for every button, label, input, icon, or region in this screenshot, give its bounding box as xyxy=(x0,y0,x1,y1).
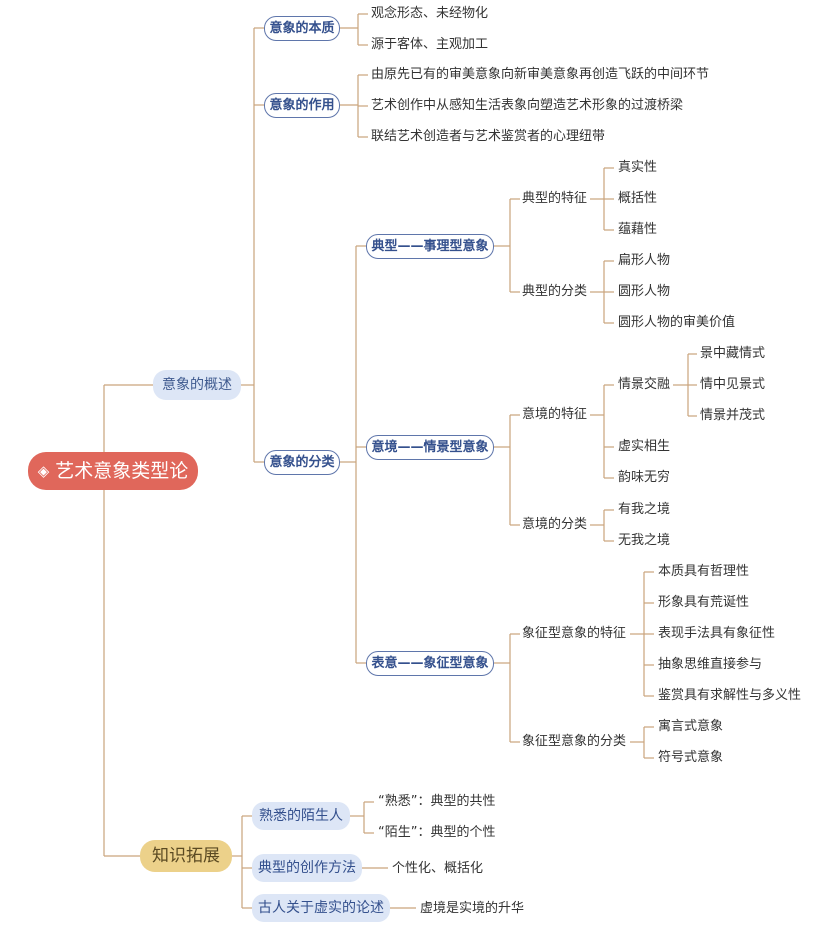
branch-overview[interactable]: 意象的概述 xyxy=(153,370,241,400)
node-realm-types: 意境的分类 xyxy=(522,517,588,532)
node-realm-features: 意境的特征 xyxy=(522,407,588,422)
root-node[interactable]: ◈ 艺术意象类型论 xyxy=(28,452,198,490)
leaf: 联结艺术创造者与艺术鉴赏者的心理纽带 xyxy=(371,129,606,144)
leaf: “熟悉”：典型的共性 xyxy=(378,794,496,809)
node-symbolic-types: 象征型意象的分类 xyxy=(522,734,627,749)
node-symbolic[interactable]: 表意——象征型意象 xyxy=(366,651,494,676)
leaf: 概括性 xyxy=(618,191,658,206)
node-essence[interactable]: 意象的本质 xyxy=(264,16,340,41)
node-realm[interactable]: 意境——情景型意象 xyxy=(366,435,494,460)
leaf: 表现手法具有象征性 xyxy=(658,626,776,641)
leaf: “陌生”：典型的个性 xyxy=(378,825,496,840)
leaf: 艺术创作中从感知生活表象向塑造艺术形象的过渡桥梁 xyxy=(371,98,684,113)
leaf: 圆形人物 xyxy=(618,284,671,299)
node-symbolic-features: 象征型意象的特征 xyxy=(522,626,627,641)
node-classification[interactable]: 意象的分类 xyxy=(264,450,340,475)
leaf: 个性化、概括化 xyxy=(392,861,484,876)
leaf: 观念形态、未经物化 xyxy=(371,6,489,21)
node-typical-types: 典型的分类 xyxy=(522,284,588,299)
leaf: 抽象思维直接参与 xyxy=(658,657,763,672)
leaf: 虚实相生 xyxy=(618,439,671,454)
leaf: 鉴赏具有求解性与多义性 xyxy=(658,688,802,703)
leaf: 蕴藉性 xyxy=(618,222,658,237)
leaf: 圆形人物的审美价值 xyxy=(618,315,736,330)
leaf: 韵味无穷 xyxy=(618,470,671,485)
node-typical[interactable]: 典型——事理型意象 xyxy=(366,234,494,259)
leaf: 景中藏情式 xyxy=(700,346,766,361)
node-ancients[interactable]: 古人关于虚实的论述 xyxy=(252,894,390,922)
node-realm-blend: 情景交融 xyxy=(618,377,671,392)
leaf: 情中见景式 xyxy=(700,377,766,392)
node-stranger[interactable]: 熟悉的陌生人 xyxy=(252,802,350,830)
leaf: 源于客体、主观加工 xyxy=(371,37,489,52)
node-function[interactable]: 意象的作用 xyxy=(264,93,340,118)
leaf: 由原先已有的审美意象向新审美意象再创造飞跃的中间环节 xyxy=(371,67,710,82)
leaf: 有我之境 xyxy=(618,502,671,517)
leaf: 虚境是实境的升华 xyxy=(420,901,525,916)
node-method[interactable]: 典型的创作方法 xyxy=(252,854,362,882)
leaf: 形象具有荒诞性 xyxy=(658,595,750,610)
branch-extension[interactable]: 知识拓展 xyxy=(140,840,232,872)
leaf: 真实性 xyxy=(618,160,658,175)
leaf: 寓言式意象 xyxy=(658,719,724,734)
leaf: 扁形人物 xyxy=(618,253,671,268)
leaf: 本质具有哲理性 xyxy=(658,564,750,579)
leaf: 情景并茂式 xyxy=(700,408,766,423)
leaf: 无我之境 xyxy=(618,533,671,548)
node-typical-features: 典型的特征 xyxy=(522,191,588,206)
root-label: 艺术意象类型论 xyxy=(55,459,189,482)
diamond-icon: ◈ xyxy=(37,461,50,480)
leaf: 符号式意象 xyxy=(658,750,724,765)
